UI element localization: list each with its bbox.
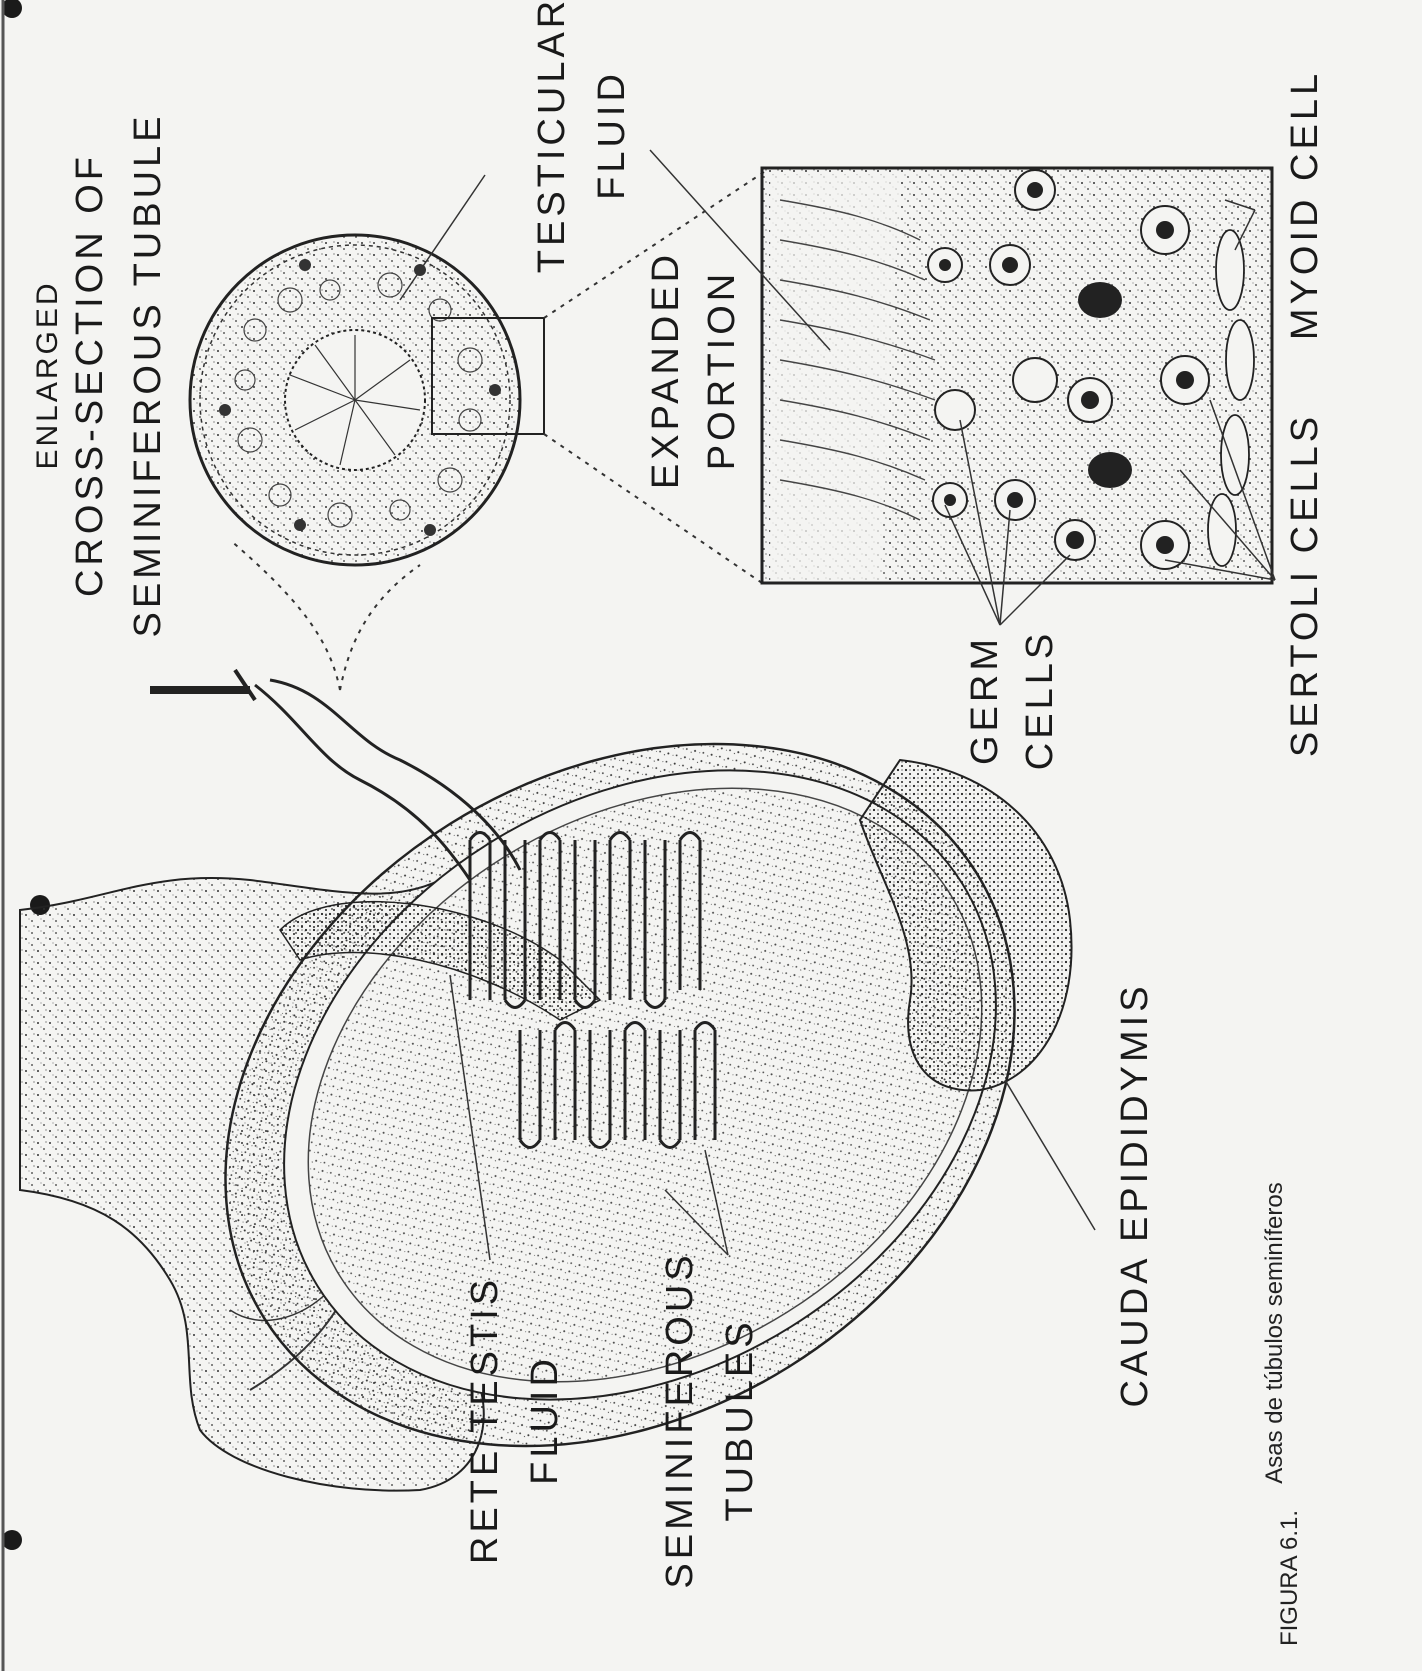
- label-enlarged: ENLARGED: [33, 280, 63, 469]
- label-portion: PORTION: [703, 270, 741, 470]
- label-seminiferous: SEMINIFEROUS: [661, 1251, 699, 1588]
- label-rete-testis: RETE TESTIS: [466, 1276, 504, 1564]
- label-cauda-epididymis: CAUDA EPIDIDYMIS: [1116, 982, 1154, 1407]
- expanded-portion-box: [762, 168, 1272, 583]
- cross-section-tubule: [190, 235, 544, 565]
- label-rete-testis-fluid: FLUID: [526, 1355, 564, 1485]
- label-germ: GERM: [966, 635, 1004, 765]
- label-cross-section-line1: CROSS-SECTION OF: [71, 153, 109, 597]
- label-sertoli-cells: SERTOLI CELLS: [1286, 413, 1324, 757]
- label-germ-cells: CELLS: [1021, 630, 1059, 770]
- caption-figure-number: FIGURA 6.1.: [1278, 1510, 1302, 1646]
- label-testicular-fluid: FLUID: [593, 70, 631, 200]
- caption-text: Asas de túbulos seminíferos: [1263, 1182, 1287, 1484]
- label-cross-section-line2: SEMINIFEROUS TUBULE: [129, 112, 167, 637]
- label-expanded: EXPANDED: [647, 251, 685, 489]
- label-myoid-cell: MYOID CELL: [1286, 70, 1324, 340]
- label-tubules: TUBULES: [721, 1318, 759, 1521]
- label-testicular: TESTICULAR: [533, 0, 571, 273]
